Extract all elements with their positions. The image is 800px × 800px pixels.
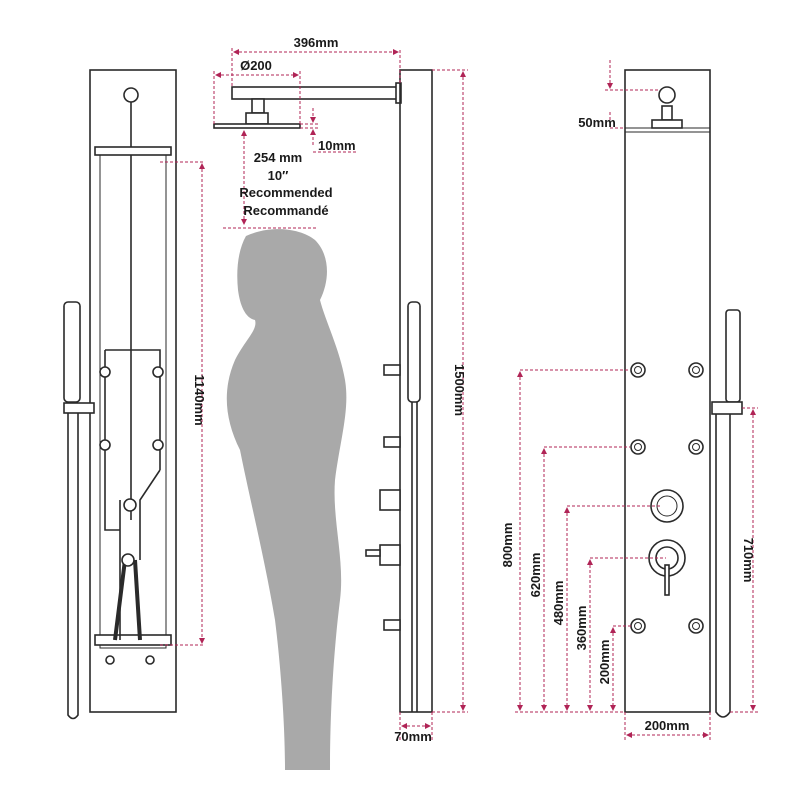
panel-frame	[89, 69, 177, 713]
label-1140mm: 1140mm	[192, 374, 207, 425]
body-jets	[630, 362, 704, 634]
label-10mm: 10mm	[318, 138, 356, 153]
panel-front	[624, 69, 711, 713]
label-620mm: 620mm	[528, 553, 543, 598]
label-710mm: 710mm	[741, 538, 756, 583]
label-recommended: Recommended	[239, 185, 332, 200]
hand-shower	[725, 309, 741, 403]
piping	[104, 349, 161, 640]
label-200mm-height: 200mm	[597, 640, 612, 685]
label-10-inch: 10″	[268, 168, 289, 183]
thermostat-knob	[650, 489, 684, 523]
rain-shower-head	[213, 123, 301, 129]
label-200mm-width: 200mm	[645, 718, 690, 733]
shower-arm	[231, 86, 399, 100]
thermostat-knob	[379, 489, 401, 511]
hand-shower	[63, 301, 81, 403]
body-jet	[383, 364, 401, 376]
shower-arm-connector-icon	[658, 86, 676, 104]
hand-shower-holder	[63, 402, 95, 414]
upper-bracket	[94, 146, 172, 156]
label-480mm: 480mm	[551, 581, 566, 626]
label-recommande: Recommandé	[243, 203, 328, 218]
hand-shower-holder	[711, 401, 743, 415]
top-connector-icon	[123, 87, 139, 103]
label-70mm: 70mm	[394, 729, 432, 744]
label-396mm: 396mm	[294, 35, 339, 50]
label-1500mm: 1500mm	[452, 364, 467, 416]
label-diameter-200: Ø200	[240, 58, 272, 73]
label-360mm: 360mm	[574, 606, 589, 651]
rear-view: 1140mm	[63, 69, 207, 720]
panel-side	[399, 69, 433, 713]
side-view: 396mm Ø200 10mm 254 mm 10″ Recommended R…	[213, 35, 468, 770]
label-800mm: 800mm	[500, 523, 515, 568]
hose	[715, 414, 731, 718]
lower-bracket	[94, 634, 172, 646]
inner-frame	[99, 147, 167, 649]
rain-shower-head	[651, 119, 683, 129]
label-50mm: 50mm	[578, 115, 616, 130]
front-view: 50mm 800mm 620mm 480mm 360mm 200mm 200mm…	[500, 60, 758, 740]
diverter-valve	[379, 544, 401, 566]
hand-shower	[407, 301, 421, 403]
hose	[67, 413, 79, 720]
label-254mm: 254 mm	[254, 150, 302, 165]
human-silhouette	[226, 229, 347, 770]
